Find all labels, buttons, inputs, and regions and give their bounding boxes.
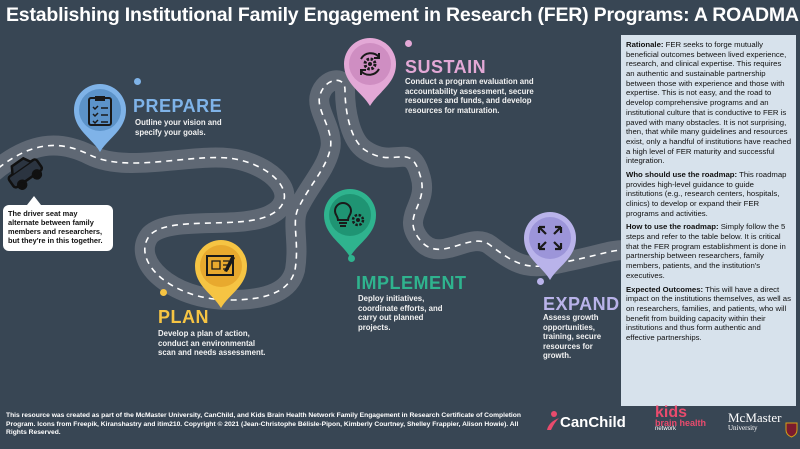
kids-brain-health-logo: kids brain health network bbox=[655, 404, 707, 439]
who-label: Who should use the roadmap: bbox=[626, 169, 738, 179]
sustain-title: SUSTAIN bbox=[405, 57, 487, 77]
sustain-text: Conduct a program evaluation and account… bbox=[405, 77, 534, 115]
outcomes-text: This will have a direct impact on the in… bbox=[626, 284, 791, 342]
expand-arrows-icon bbox=[537, 225, 563, 251]
how-label: How to use the roadmap: bbox=[626, 222, 719, 232]
expand-title: EXPAND bbox=[543, 294, 620, 314]
clipboard-checklist-icon bbox=[88, 96, 112, 126]
footer-credits: This resource was created as part of the… bbox=[6, 412, 521, 437]
how-paragraph: How to use the roadmap: Simply follow th… bbox=[626, 222, 791, 280]
implement-title: IMPLEMENT bbox=[356, 273, 467, 293]
outcomes-paragraph: Expected Outcomes: This will have a dire… bbox=[626, 285, 791, 343]
expand-dot bbox=[537, 278, 544, 285]
rationale-label: Rationale: bbox=[626, 40, 664, 49]
who-paragraph: Who should use the roadmap: This roadmap… bbox=[626, 170, 791, 218]
rationale-paragraph: Rationale: FER seeks to forge mutually b… bbox=[626, 40, 791, 166]
canchild-logo: CanChild bbox=[560, 414, 626, 431]
mcmaster-logo-text: McMaster bbox=[728, 410, 782, 425]
mcmaster-logo: McMaster University bbox=[728, 410, 781, 442]
network-logo-text: network bbox=[655, 425, 677, 432]
prepare-text: Outline your vision and specify your goa… bbox=[135, 118, 222, 137]
plan-title: PLAN bbox=[158, 307, 209, 327]
lightbulb-gear-icon bbox=[333, 201, 365, 227]
prepare-title: PREPARE bbox=[133, 96, 223, 116]
car-icon bbox=[7, 156, 44, 190]
blueprint-icon bbox=[206, 255, 235, 276]
plan-dot bbox=[160, 289, 167, 296]
canchild-logo-icon bbox=[547, 411, 559, 430]
who-text: This roadmap provides high-level guidanc… bbox=[626, 169, 787, 218]
implement-text: Deploy initiatives, coordinate efforts, … bbox=[358, 294, 443, 332]
university-logo-text: University bbox=[728, 424, 758, 432]
page-title: Establishing Institutional Family Engage… bbox=[6, 4, 800, 26]
prepare-dot bbox=[134, 78, 141, 85]
mcmaster-crest-icon bbox=[785, 422, 798, 438]
driver-note: The driver seat may alternate between fa… bbox=[3, 196, 113, 251]
plan-text: Develop a plan of action, conduct an env… bbox=[158, 329, 266, 357]
sustain-dot bbox=[405, 40, 412, 47]
outcomes-label: Expected Outcomes: bbox=[626, 284, 704, 294]
kids-logo-text: kids bbox=[655, 404, 688, 421]
how-text: Simply follow the 5 steps and refer to t… bbox=[626, 222, 786, 280]
implement-dot bbox=[348, 255, 355, 262]
expand-text: Assess growth opportunities, training, s… bbox=[543, 313, 602, 360]
info-panel: Rationale: FER seeks to forge mutually b… bbox=[621, 35, 796, 406]
brain-health-logo-text: brain health bbox=[655, 417, 707, 428]
cycle-gear-icon bbox=[360, 52, 380, 76]
rationale-text: FER seeks to forge mutually beneficial o… bbox=[626, 40, 792, 166]
